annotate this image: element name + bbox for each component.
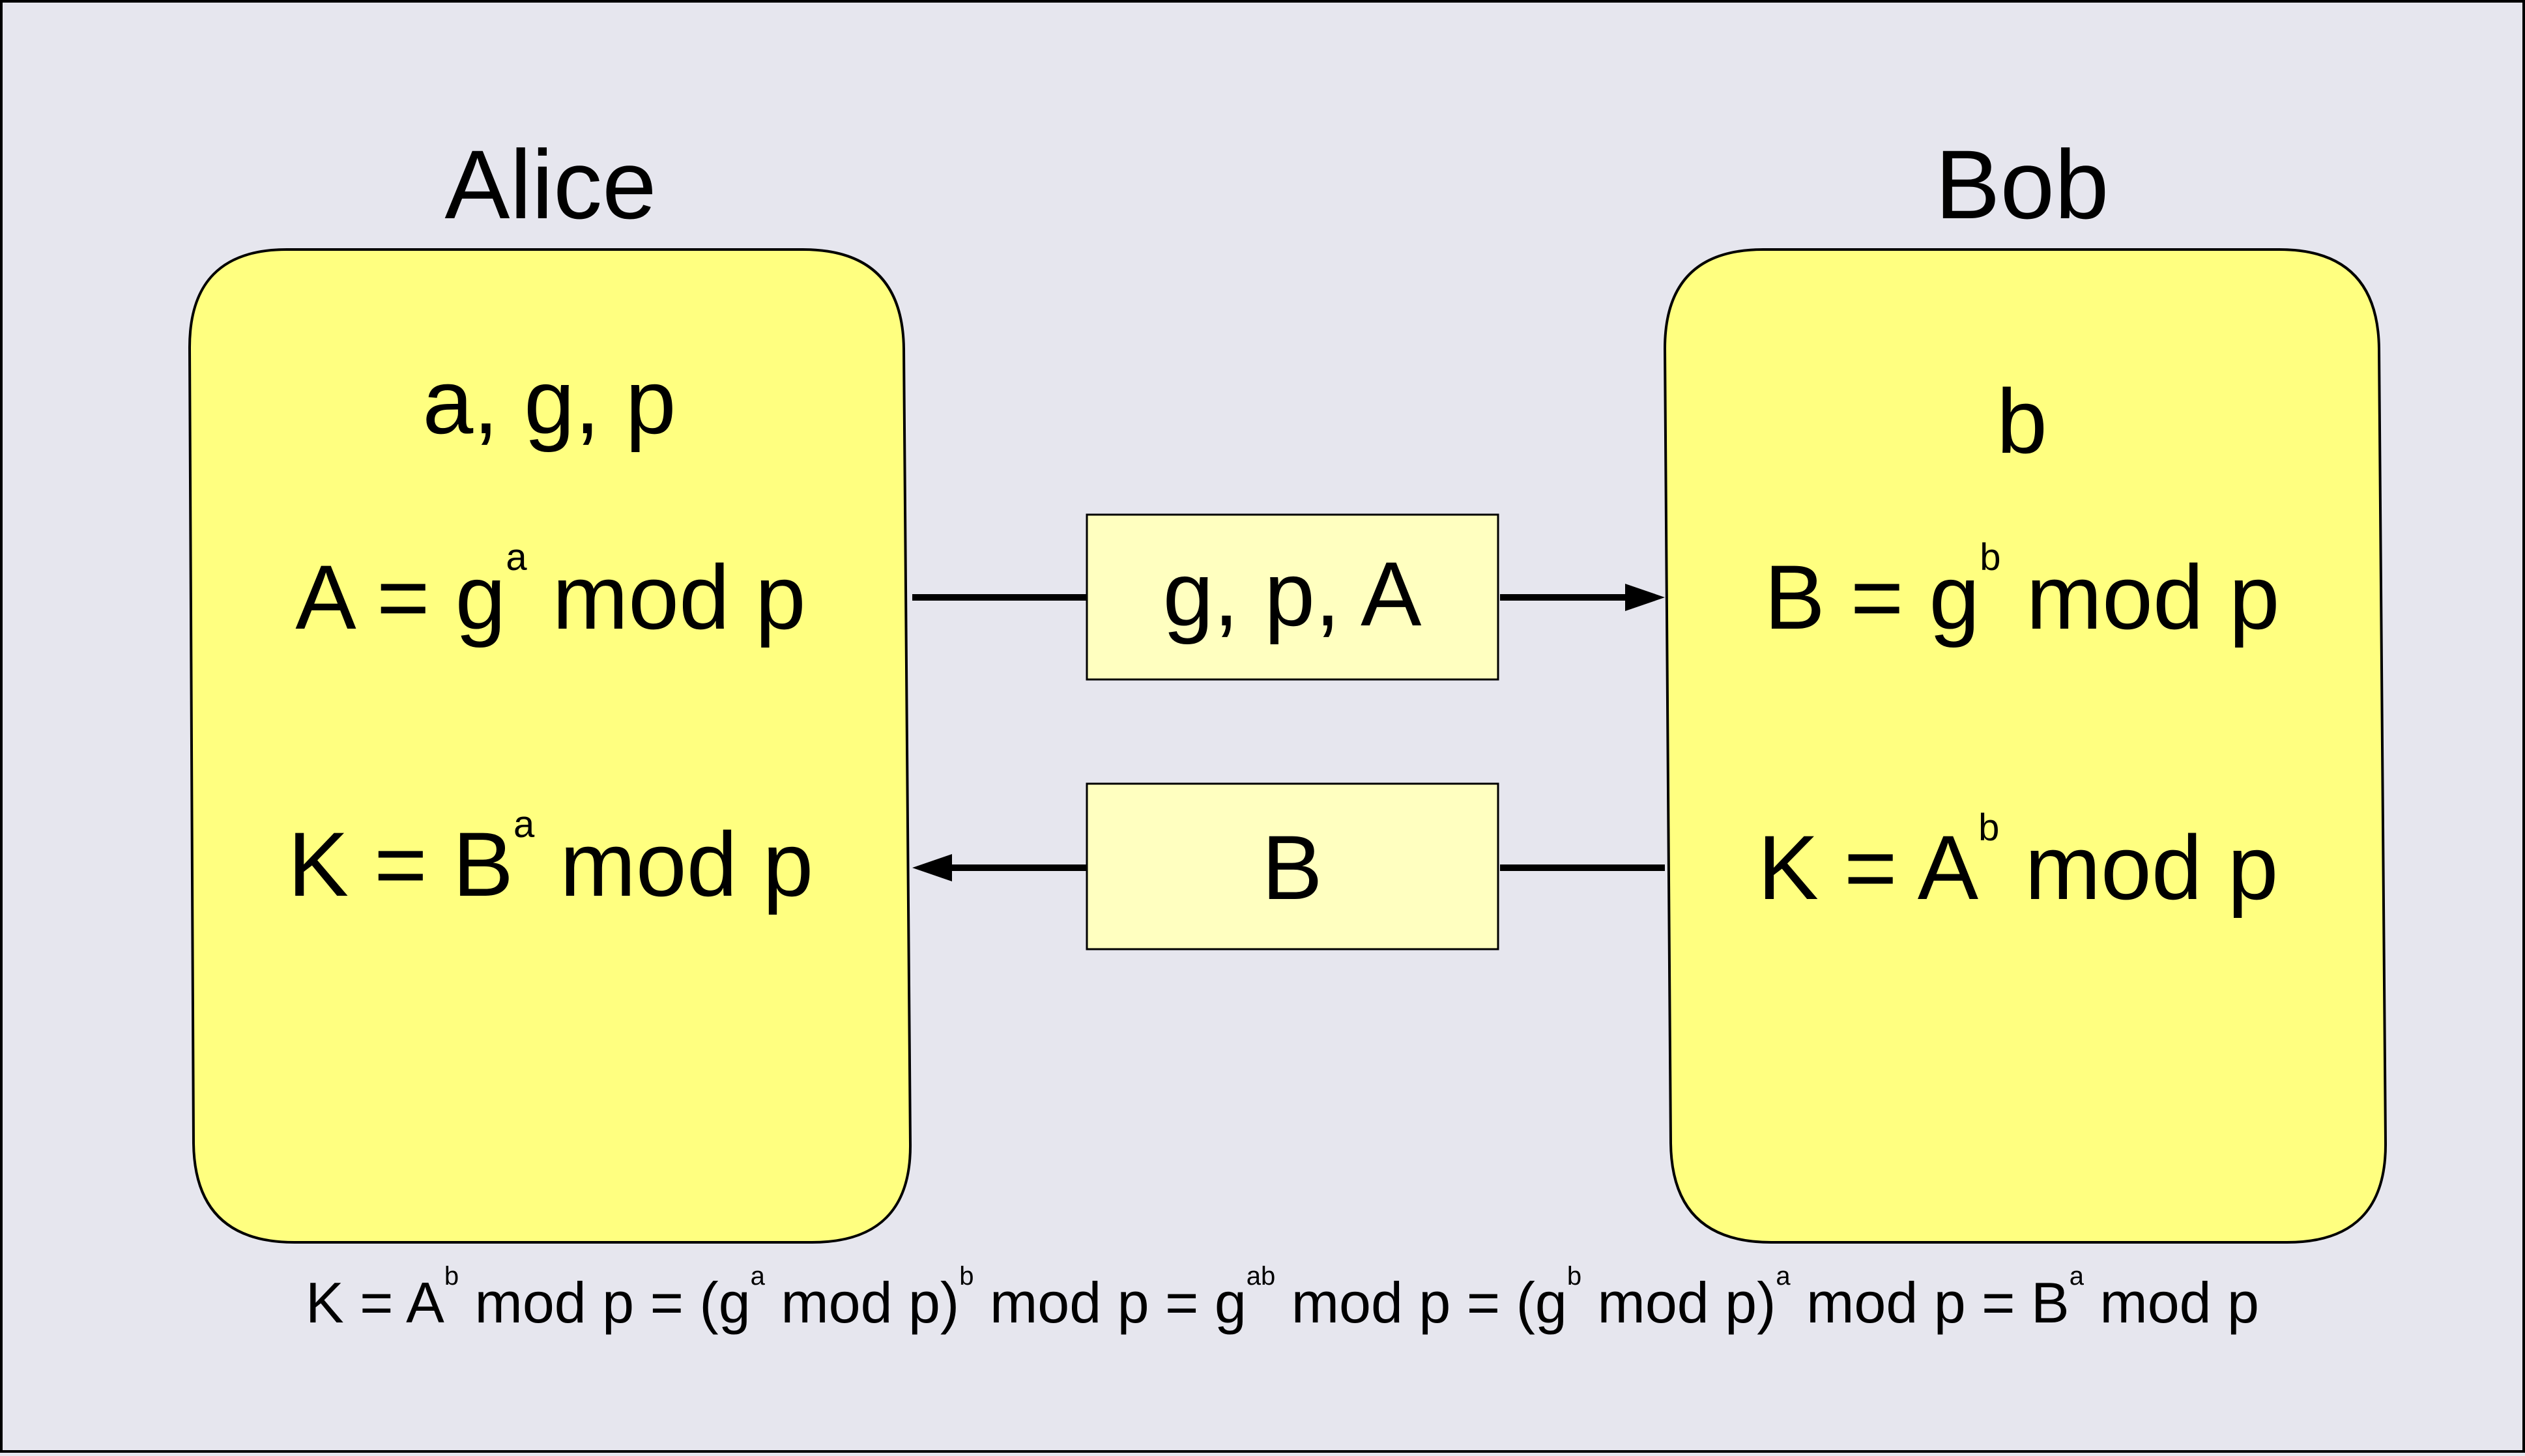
formula-exponent: b bbox=[1978, 807, 1999, 849]
equation-exponent: ab bbox=[1247, 1262, 1276, 1291]
equation-term: K = A bbox=[306, 1270, 444, 1335]
message-to-bob-label: g, p, A bbox=[1163, 543, 1422, 645]
equation-term: mod p = g bbox=[974, 1270, 1247, 1335]
bob-label: Bob bbox=[1935, 130, 2109, 239]
bob-box bbox=[1663, 248, 2388, 1244]
equation-term: mod p = (g bbox=[1275, 1270, 1567, 1335]
formula-base: K = A bbox=[1758, 816, 1979, 919]
equation-term: mod p = B bbox=[1791, 1270, 2070, 1335]
formula-tail: mod p bbox=[1999, 816, 2278, 919]
equation-exponent: b bbox=[1567, 1262, 1581, 1291]
message-box-to-alice bbox=[1086, 782, 1499, 950]
equation-exponent: a bbox=[2070, 1262, 2085, 1291]
equation-term: mod p) bbox=[1581, 1270, 1776, 1335]
formula-exponent: a bbox=[506, 536, 527, 578]
equation-exponent: b bbox=[444, 1262, 459, 1291]
alice-box bbox=[188, 248, 912, 1244]
arrow-to-bob-icon bbox=[1625, 584, 1665, 611]
formula-exponent: b bbox=[1980, 536, 2000, 578]
equation-exponent: a bbox=[751, 1262, 766, 1291]
equation-term: mod p) bbox=[765, 1270, 959, 1335]
shared-key-equation: K = Ab mod p = (ga mod p)b mod p = gab m… bbox=[306, 1262, 2259, 1335]
equation-term: mod p = (g bbox=[459, 1270, 751, 1335]
message-box-to-bob bbox=[1086, 513, 1499, 681]
message-to-alice-label: B bbox=[1262, 816, 1322, 919]
arrow-to-alice-icon bbox=[912, 854, 952, 881]
alice-public-formula: A = ga mod p bbox=[295, 536, 805, 648]
formula-tail: mod p bbox=[534, 813, 813, 915]
alice-secrets: a, g, p bbox=[422, 350, 676, 453]
equation-exponent: a bbox=[1776, 1262, 1791, 1291]
bob-key-formula: K = Ab mod p bbox=[1758, 807, 2279, 919]
equation-exponent: b bbox=[959, 1262, 974, 1291]
formula-tail: mod p bbox=[527, 546, 806, 648]
bob-secrets: b bbox=[1997, 370, 2047, 472]
equation-term: mod p bbox=[2084, 1270, 2259, 1335]
alice-key-formula: K = Ba mod p bbox=[288, 803, 814, 915]
formula-base: B = g bbox=[1764, 546, 1980, 648]
formula-tail: mod p bbox=[2001, 546, 2280, 648]
bob-public-formula: B = gb mod p bbox=[1764, 536, 2279, 648]
formula-base: K = B bbox=[288, 813, 513, 915]
alice-label: Alice bbox=[444, 130, 656, 239]
formula-exponent: a bbox=[513, 803, 535, 846]
formula-base: A = g bbox=[295, 546, 506, 648]
